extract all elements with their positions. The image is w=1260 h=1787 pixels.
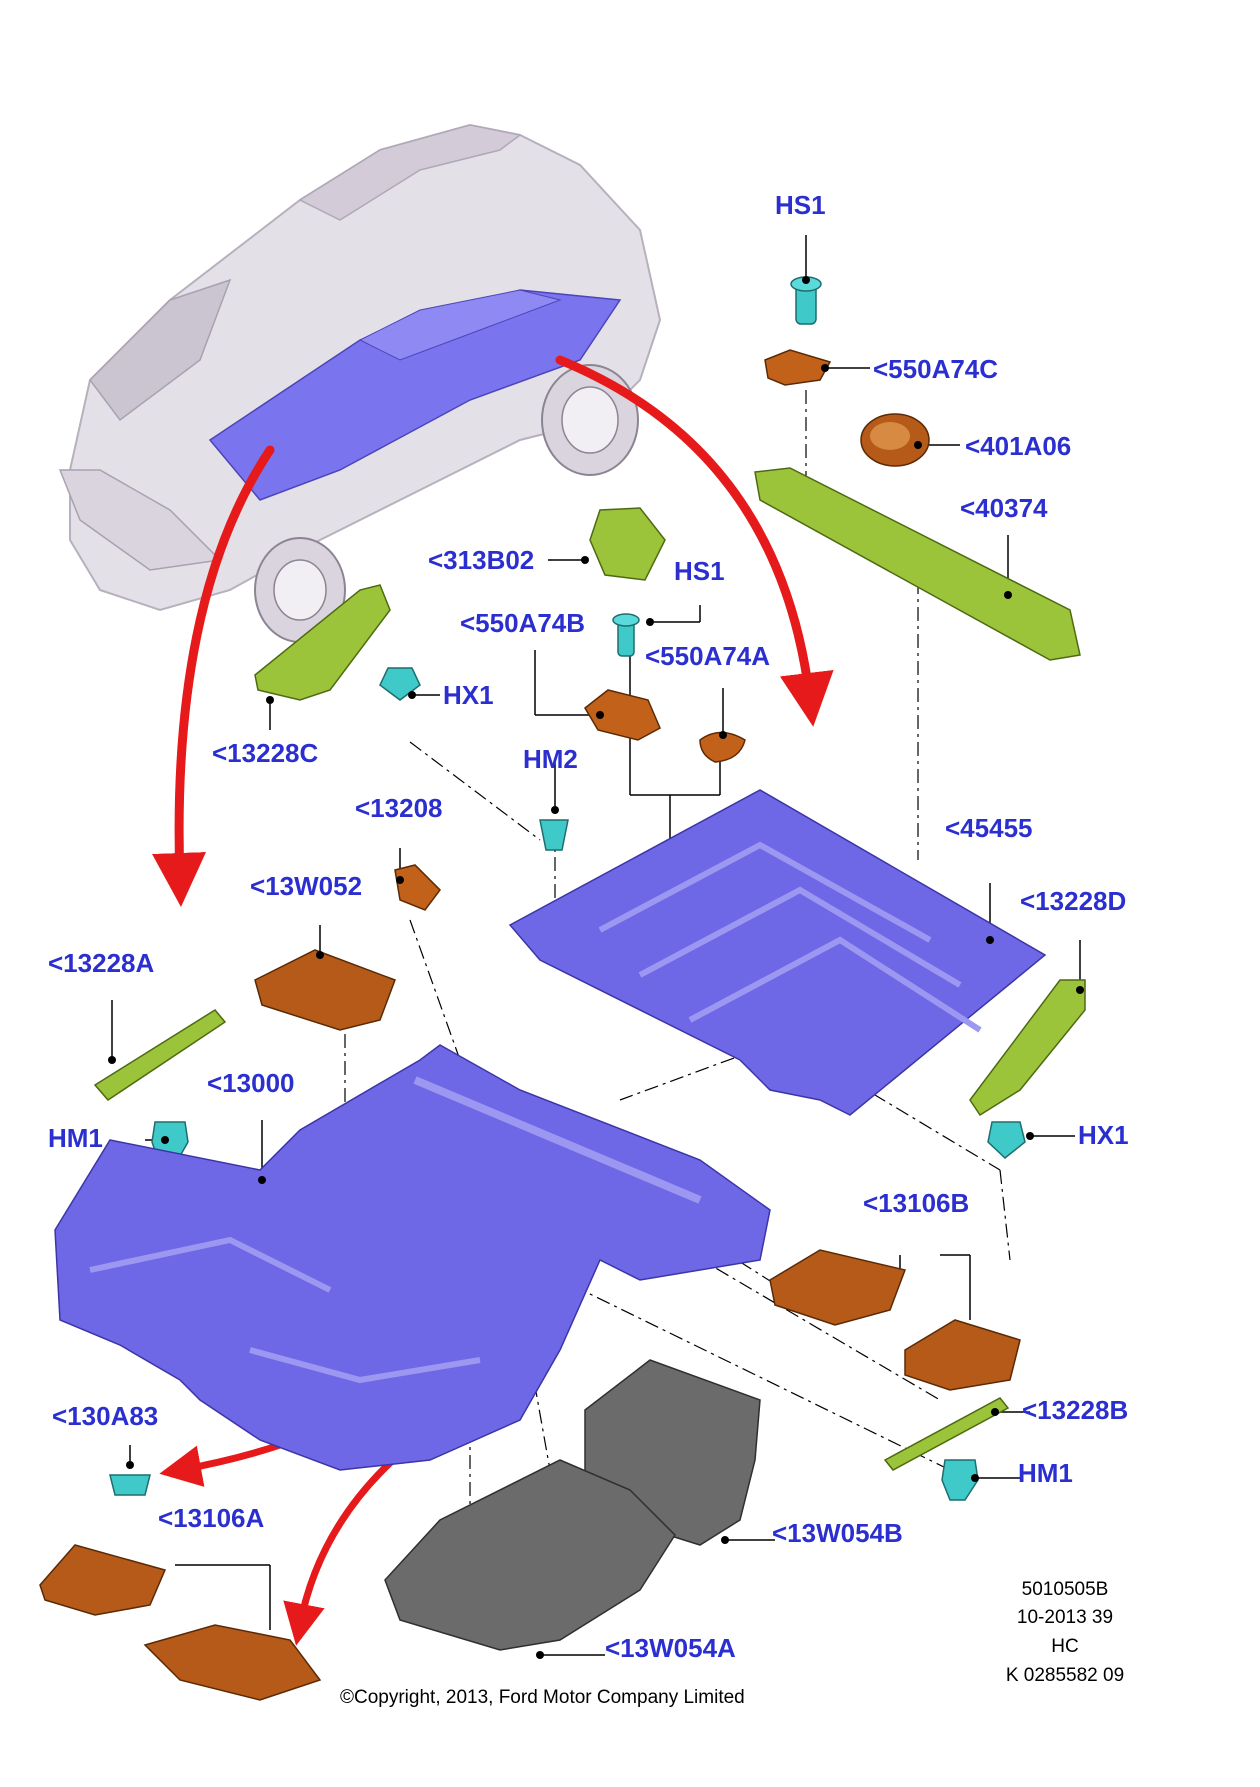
copyright: ©Copyright, 2013, Ford Motor Company Lim… <box>340 1687 745 1708</box>
callout-hm1-right: HM1 <box>1018 1458 1073 1488</box>
part-401a06-cap <box>860 413 930 467</box>
callout-45455: <45455 <box>945 813 1033 843</box>
callout-13w054b: <13W054B <box>772 1518 903 1548</box>
part-13106a-mats <box>39 1544 322 1701</box>
part-130a83-clip <box>109 1474 151 1496</box>
ref-line-1: 5010505B <box>1021 1579 1109 1600</box>
callout-hx1-left: HX1 <box>443 680 494 710</box>
part-hs1-screw-mid <box>612 613 640 657</box>
ref-line-2: 10-2013 39 <box>1016 1607 1114 1628</box>
callout-550a74b: <550A74B <box>460 608 586 638</box>
part-45455-rear-carpet <box>508 789 1047 1116</box>
ref-line-4: K 0285582 09 <box>1005 1665 1125 1686</box>
callout-hm1-left: HM1 <box>48 1123 103 1153</box>
callout-hm2: HM2 <box>523 744 578 774</box>
part-hx1-clip-right <box>987 1121 1026 1159</box>
callout-13000: <13000 <box>207 1068 295 1098</box>
part-13228b-strip <box>883 1397 1010 1471</box>
callout-130a83: <130A83 <box>52 1401 159 1431</box>
callout-13w054a: <13W054A <box>605 1633 736 1663</box>
part-550a74c-bracket <box>764 349 832 386</box>
part-40374-scuff-plate <box>754 467 1081 661</box>
part-313b02-cover <box>589 507 666 581</box>
part-hm2-clip <box>539 819 569 851</box>
part-hs1-screw-top <box>790 276 822 325</box>
part-13000-front-carpet <box>54 1044 771 1471</box>
callout-hs1-mid: HS1 <box>674 556 725 586</box>
callout-hs1-top: HS1 <box>775 190 826 220</box>
callout-13228a: <13228A <box>48 948 155 978</box>
callout-13106b: <13106B <box>863 1188 970 1218</box>
part-13106b-mats <box>769 1249 1021 1391</box>
part-hm1-clip-right <box>941 1459 979 1501</box>
part-13208-bracket <box>394 864 441 911</box>
callout-40374: <40374 <box>960 493 1048 523</box>
callout-13208: <13208 <box>355 793 443 823</box>
van-illustration <box>58 123 662 643</box>
part-13w052-mat <box>254 949 396 1031</box>
callout-550a74a: <550A74A <box>645 641 771 671</box>
arrow-to-front-carpet <box>152 445 275 907</box>
callout-13228c: <13228C <box>212 738 319 768</box>
callout-313b02: <313B02 <box>428 545 535 575</box>
callout-13106a: <13106A <box>158 1503 265 1533</box>
callout-13228d: <13228D <box>1020 886 1127 916</box>
callout-13w052: <13W052 <box>250 871 363 901</box>
part-13w054a-foam <box>384 1459 676 1651</box>
callout-401a06: <401A06 <box>965 431 1072 461</box>
leader-dots <box>108 276 1084 1659</box>
part-13228d-trim <box>969 979 1086 1117</box>
ref-line-3: HC <box>1051 1636 1079 1657</box>
callout-hx1-right: HX1 <box>1078 1120 1129 1150</box>
part-13228c-trim <box>254 584 391 701</box>
callout-13228b: <13228B <box>1022 1395 1129 1425</box>
callout-550a74c: <550A74C <box>873 354 999 384</box>
part-13228a-strip <box>93 1009 227 1101</box>
arrow-to-rear-carpet <box>555 355 834 727</box>
part-550a74b-bracket <box>584 689 661 741</box>
